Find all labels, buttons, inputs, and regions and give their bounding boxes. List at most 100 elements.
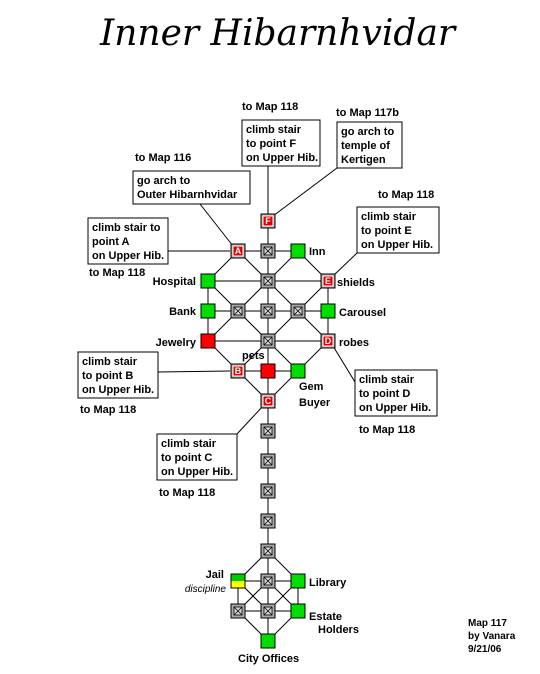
junction-cross (263, 276, 273, 286)
callout-line: climb stair (361, 211, 417, 223)
node-n4 (260, 303, 276, 319)
callout-line: climb stair (161, 438, 217, 450)
node-estate (290, 603, 306, 619)
node-n2 (260, 273, 276, 289)
callout-frame (241, 119, 321, 167)
callout-frame (354, 369, 438, 417)
callout-line: on Upper Hib. (359, 402, 431, 414)
callout-line: climb stair (246, 124, 302, 136)
green-square-marker (260, 633, 276, 649)
junction-cross (263, 246, 273, 256)
junction-cross (263, 486, 273, 496)
callout-line: on Upper Hib. (92, 250, 164, 262)
stair-letter: C (265, 396, 272, 406)
red-square-marker (200, 333, 216, 349)
map-title: Inner Hibarnhvidar (99, 13, 457, 54)
node-n5 (290, 303, 306, 319)
callout-frame (156, 433, 238, 481)
map-destination-label: to Map 118 (89, 267, 145, 279)
callout-line: Outer Hibarnhvidar (137, 189, 238, 201)
callout-line: on Upper Hib. (82, 384, 154, 396)
stair-inner (322, 335, 334, 347)
callout-line: on Upper Hib. (246, 152, 318, 164)
jail-marker-frame (230, 573, 246, 589)
junction-cross (263, 456, 273, 466)
callout-line: point A (92, 236, 130, 248)
callout-line: temple of (341, 140, 390, 152)
callout-frame (87, 217, 169, 265)
green-square-marker (200, 273, 216, 289)
junction-cross (263, 426, 273, 436)
credit-line: Map 117 (468, 618, 507, 629)
stair-letter: B (235, 366, 242, 376)
junction-cross (293, 306, 303, 316)
node-s5 (260, 543, 276, 559)
green-square-marker (290, 603, 306, 619)
callout-line: go arch to (137, 175, 190, 187)
node-label-library: Library (309, 577, 347, 589)
node-pets (260, 363, 276, 379)
jail-marker-top (231, 574, 245, 581)
callout-A: climb stair to point A on Upper Hib. to Map… (87, 217, 169, 279)
junction-cross (263, 306, 273, 316)
node-gem (290, 363, 306, 379)
node-s2 (260, 453, 276, 469)
callout-line: to point F (246, 138, 296, 150)
callout-frame (356, 206, 440, 254)
map-destination-label: to Map 118 (378, 189, 434, 201)
callout-leader-lines (157, 166, 358, 435)
stair-letter: A (235, 246, 242, 256)
node-n1 (260, 243, 276, 259)
junction-cross (233, 606, 243, 616)
node-label-jail: Jail (206, 569, 224, 581)
callout-boxes: climb stair to point F on Upper Hib. to Map… (77, 101, 440, 499)
stair-letter: F (265, 216, 271, 226)
node-label-carousel: Carousel (339, 307, 386, 319)
callout-leader (157, 370, 231, 373)
node-inn (290, 243, 306, 259)
stair-letter: E (325, 276, 331, 286)
node-label-E: shields (337, 277, 375, 289)
callout-frame (132, 170, 251, 205)
junction-cross (263, 516, 273, 526)
junction-cross (263, 576, 273, 586)
map-destination-label: to Map 118 (242, 101, 298, 113)
node-b3 (260, 603, 276, 619)
green-square-marker (200, 303, 216, 319)
node-n6 (260, 333, 276, 349)
map-destination-label: to Map 118 (359, 424, 415, 436)
junction-cross (263, 606, 273, 616)
node-label-bank: Bank (169, 306, 197, 318)
callout-leader (199, 203, 234, 247)
node-label-gem-cont: Buyer (299, 397, 331, 409)
node-b1 (260, 573, 276, 589)
node-s4 (260, 513, 276, 529)
callout-line: climb stair (82, 356, 138, 368)
stair-inner (262, 215, 274, 227)
node-label-pets: pets (242, 350, 265, 362)
callout-line: to point B (82, 370, 133, 382)
green-square-marker (290, 573, 306, 589)
callout-line: climb stair to (92, 222, 161, 234)
node-bank (200, 303, 216, 319)
node-library (290, 573, 306, 589)
stair-inner (322, 275, 334, 287)
callout-frame (336, 121, 403, 169)
green-square-marker (290, 243, 306, 259)
node-s3 (260, 483, 276, 499)
credit-line: by Vanara (468, 631, 516, 642)
callout-line: go arch to (341, 126, 394, 138)
callout-line: to point D (359, 388, 410, 400)
node-city (260, 633, 276, 649)
callout-frame (77, 351, 159, 399)
node-s1 (260, 423, 276, 439)
node-E: E (320, 273, 336, 289)
